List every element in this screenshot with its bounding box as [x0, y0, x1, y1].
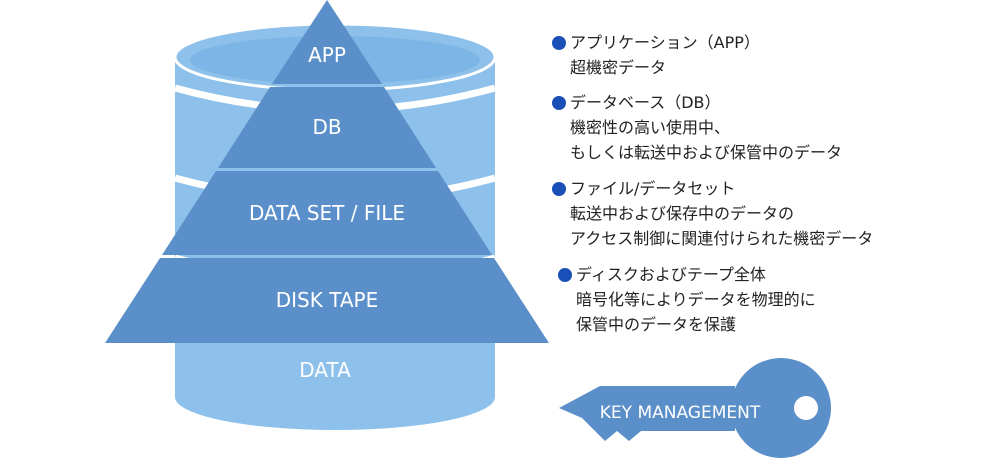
key-hole [794, 396, 818, 420]
pyramid-layer-app [272, 0, 382, 84]
item-title: ディスクおよびテープ全体 [576, 265, 766, 284]
pyramid-label-db: DB [312, 115, 341, 139]
bullet-icon [558, 268, 572, 282]
pyramid-layer-disktape [105, 258, 549, 343]
key-icon [559, 358, 831, 458]
item-line: 転送中および保存中のデータの [570, 204, 795, 223]
description-item-db: データベース（DB） 機密性の高い使用中、 もしくは転送中および保管中のデータ [552, 90, 842, 165]
item-line: 機密性の高い使用中、 [570, 118, 731, 137]
bullet-icon [552, 96, 566, 110]
pyramid-label-dataset: DATA SET / FILE [249, 201, 405, 225]
bullet-icon [552, 182, 566, 196]
item-title: アプリケーション（APP） [570, 33, 760, 52]
pyramid-layer-dataset [162, 171, 492, 255]
pyramid-layer-db [218, 87, 436, 168]
item-line: 暗号化等によりデータを物理的に [576, 290, 816, 309]
item-line: 保管中のデータを保護 [576, 315, 737, 334]
item-line: もしくは転送中および保管中のデータ [570, 143, 843, 162]
bullet-icon [552, 36, 566, 50]
pyramid-label-app: APP [308, 43, 346, 67]
item-line: アクセス制御に関連付けられた機密データ [570, 229, 874, 248]
description-item-disk: ディスクおよびテープ全体 暗号化等によりデータを物理的に 保管中のデータを保護 [558, 262, 816, 337]
item-title: データベース（DB） [570, 93, 721, 112]
pyramid [105, 0, 549, 343]
key-management-label: KEY MANAGEMENT [600, 403, 761, 423]
description-item-app: アプリケーション（APP） 超機密データ [552, 30, 760, 80]
item-title: ファイル/データセット [570, 179, 736, 198]
item-line: 超機密データ [570, 58, 667, 77]
pyramid-label-disktape: DISK TAPE [276, 288, 379, 312]
description-item-file: ファイル/データセット 転送中および保存中のデータの アクセス制御に関連付けられ… [552, 176, 873, 251]
cylinder-label-data: DATA [299, 358, 351, 382]
